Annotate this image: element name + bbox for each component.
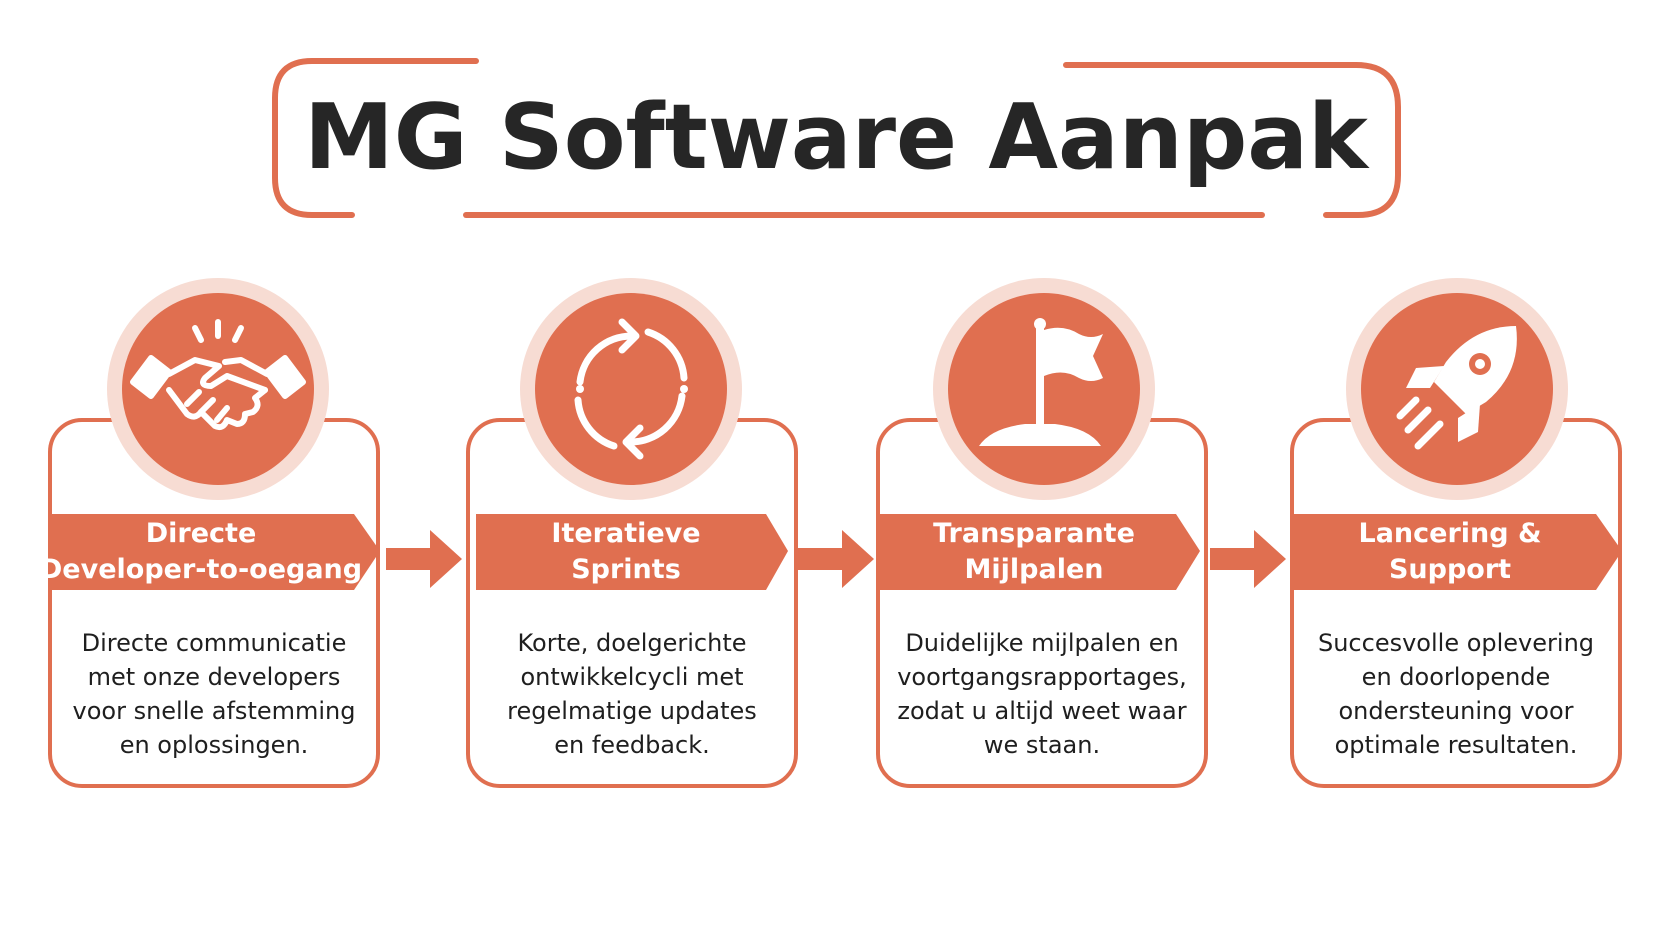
arrow-right-icon: [1210, 530, 1286, 588]
title-frame: [272, 58, 1401, 218]
step-heading-line: Directe: [145, 518, 257, 549]
page-title: MG Software Aanpak: [304, 85, 1368, 190]
step-heading-line: Lancering &: [1358, 518, 1542, 549]
step-description-line: met onze developers: [87, 663, 341, 691]
step-banner-4: Lancering & Support: [1290, 496, 1626, 606]
rocket-icon: [1396, 326, 1517, 450]
step-description-line: en doorlopende: [1361, 663, 1551, 691]
step-heading-line: Support: [1388, 554, 1512, 585]
step-description-line: Korte, doelgerichte: [517, 629, 747, 657]
step-description-line: ondersteuning voor: [1338, 697, 1574, 725]
step-description-1: Directe communicatie met onze developers…: [48, 626, 380, 762]
step-banner-2: Iteratieve Sprints: [466, 496, 802, 606]
flag-icon: [979, 318, 1103, 446]
step-description-line: voor snelle afstemming: [72, 697, 356, 725]
step-icon-badge-2: [520, 278, 742, 500]
step-description-line: Succesvolle oplevering: [1317, 629, 1595, 657]
step-description-line: regelmatige updates: [507, 697, 757, 725]
step-banner-3: Transparante Mijlpalen: [876, 496, 1212, 606]
step-description-line: voortgangsrapportages,: [897, 663, 1187, 691]
step-description-3: Duidelijke mijlpalen en voortgangsrappor…: [876, 626, 1208, 762]
handshake-icon: [130, 319, 306, 431]
step-description-line: Duidelijke mijlpalen en: [905, 629, 1179, 657]
step-description-line: optimale resultaten.: [1334, 731, 1578, 759]
step-banner-1: Directe Developer-to-oegang: [40, 496, 384, 606]
step-description-line: en oplossingen.: [119, 731, 309, 759]
step-description-line: en feedback.: [554, 731, 710, 759]
arrow-right-icon: [386, 530, 462, 588]
step-heading-line: Iteratieve: [551, 518, 701, 549]
step-description-line: ontwikkelcycli met: [520, 663, 744, 691]
step-heading-line: Sprints: [571, 554, 681, 585]
step-heading-line: Transparante: [933, 518, 1135, 549]
step-description-line: zodat u altijd weet waar: [897, 697, 1187, 725]
arrow-right-icon: [798, 530, 874, 588]
step-icon-badge-3: [933, 278, 1155, 500]
step-icon-badge-1: [107, 278, 329, 500]
step-description-2: Korte, doelgerichte ontwikkelcycli met r…: [466, 626, 798, 762]
step-description-4: Succesvolle oplevering en doorlopende on…: [1290, 626, 1622, 762]
step-description-line: Directe communicatie: [81, 629, 347, 657]
step-icon-badge-4: [1346, 278, 1568, 500]
cycle-arrows-icon: [574, 318, 688, 460]
step-heading-line: Developer-to-oegang: [39, 554, 363, 585]
step-description-line: we staan.: [983, 731, 1101, 759]
step-heading-line: Mijlpalen: [964, 554, 1104, 585]
